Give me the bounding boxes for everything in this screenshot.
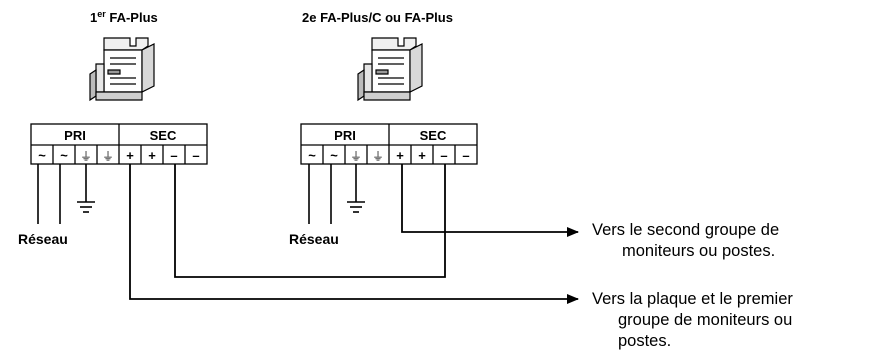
sec-header: SEC [420,128,447,143]
terminal-label: + [418,148,426,163]
terminal-label: + [396,148,404,163]
mains-wires-unit1 [37,164,87,224]
terminal-block-unit1 [30,123,208,165]
terminal-block-unit2 [300,123,478,165]
note-second-group: Vers le second groupe de moniteurs ou po… [592,220,779,262]
sec-header: SEC [150,128,177,143]
pri-header: PRI [334,128,356,143]
network-label-unit1: Réseau [18,231,68,247]
terminal-label: + [126,148,134,163]
ground-terminal-label: ⏚ [351,150,362,163]
terminal-label: ~ [60,148,68,163]
note-line: moniteurs ou postes. [622,242,776,260]
terminal-label: ~ [308,148,316,163]
terminal-label: – [440,148,447,163]
ground-terminal-label: ⏚ [103,150,114,163]
terminal-label: – [170,148,177,163]
power-supply-device-icon [357,37,423,102]
unit1-title: 1er FA-Plus [90,9,158,25]
ground-icon [347,201,365,213]
network-label-unit2: Réseau [289,231,339,247]
terminal-label: ~ [330,148,338,163]
terminal-label: – [192,148,199,163]
ground-terminal-label: ⏚ [81,150,92,163]
terminal-label: + [148,148,156,163]
ground-icon [77,201,95,213]
note-line: postes. [618,332,672,350]
second-group-wire [401,164,579,237]
mains-wires-unit2 [308,164,357,224]
note-line: groupe de moniteurs ou [618,311,793,329]
note-line: Vers le second groupe de [592,221,780,239]
ground-terminal-label: ⏚ [373,150,384,163]
plate-wire [129,164,579,304]
terminal-label: – [462,148,469,163]
note-plate: Vers la plaque et le premier groupe de m… [592,289,793,352]
unit2-title: 2e FA-Plus/C ou FA-Plus [302,10,453,25]
pri-header: PRI [64,128,86,143]
terminal-label: ~ [38,148,46,163]
negative-link-wire [174,164,446,278]
note-line: Vers la plaque et le premier [592,290,793,308]
power-supply-device-icon [89,37,155,102]
